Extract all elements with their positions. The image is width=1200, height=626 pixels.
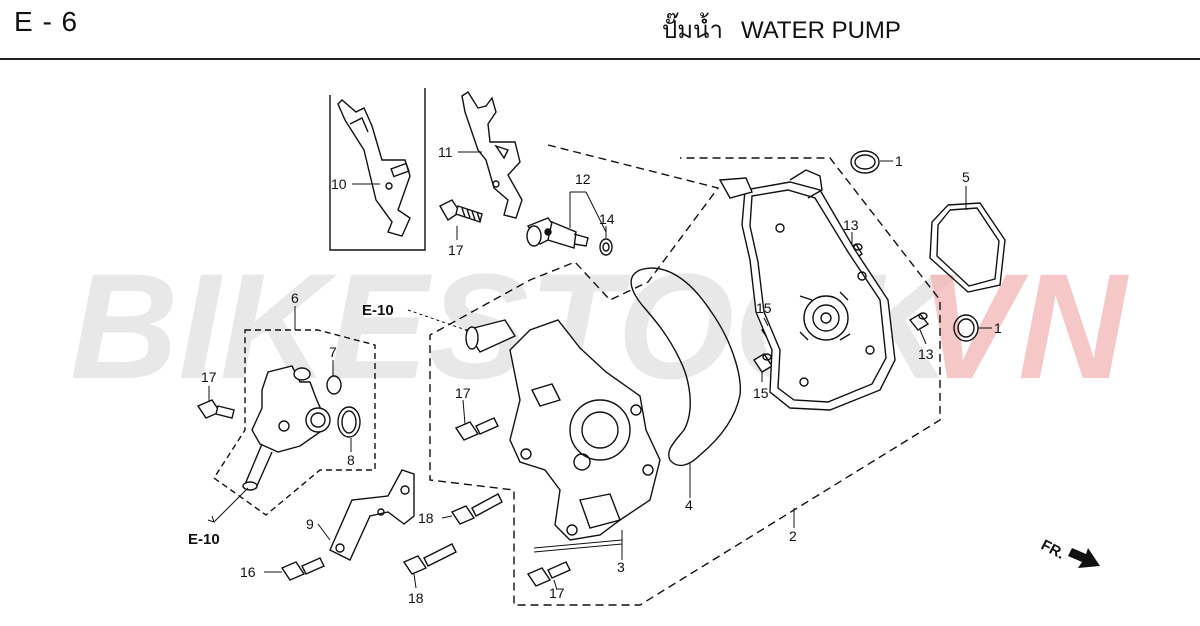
callout-1-right: 1 (994, 320, 1002, 336)
callout-2: 2 (789, 528, 797, 544)
callout-17-center: 17 (455, 385, 471, 401)
callout-15-lower: 15 (753, 385, 769, 401)
callout-5: 5 (962, 169, 970, 185)
callout-15-upper: 15 (756, 300, 772, 316)
part-6-thermostat-housing (242, 365, 331, 491)
callout-14: 14 (599, 211, 615, 227)
part-8-o-ring (337, 406, 361, 438)
part-1-o-ring-top (850, 150, 880, 174)
front-label: FR. (1038, 537, 1067, 563)
callout-13-lower: 13 (918, 346, 934, 362)
callout-6: 6 (291, 290, 299, 306)
part-17-bolt-left (196, 399, 235, 419)
callout-17-upper: 17 (448, 242, 464, 258)
part-5-gasket (929, 202, 1006, 293)
callout-18-lower: 18 (408, 590, 424, 606)
leader-lines (207, 151, 992, 591)
water-pump-assembly (718, 169, 896, 411)
part-4-gasket (630, 267, 742, 467)
callout-11: 11 (438, 144, 453, 160)
callout-9: 9 (306, 516, 314, 532)
callout-17-bottom: 17 (549, 585, 565, 601)
pump-cover-body (464, 319, 661, 541)
callouts: 10 11 12 14 17 1 1 5 13 13 15 15 6 7 8 1… (201, 144, 1002, 606)
part-11-bracket (461, 91, 523, 219)
group-frame-6 (213, 329, 376, 516)
part-18-bolt-upper (450, 493, 503, 525)
part-13-dowel-lower (908, 312, 930, 331)
callout-17-left: 17 (201, 369, 217, 385)
part-17-bolt-center (454, 417, 499, 441)
part-9-bracket (329, 469, 415, 561)
title-english: WATER PUMP (740, 17, 901, 44)
callout-8: 8 (347, 452, 355, 468)
part-10-bracket (337, 99, 411, 237)
ref-e10-bottom: E-10 (188, 531, 220, 548)
part-7-o-ring (326, 375, 342, 395)
callout-13-upper: 13 (843, 217, 859, 233)
callout-10: 10 (331, 176, 347, 192)
callout-1-top: 1 (895, 153, 903, 169)
page-title: ปั๊มน้ำ WATER PUMP (662, 10, 901, 49)
callout-3: 3 (617, 559, 625, 575)
part-17-bolt-upper (439, 199, 483, 223)
page-code: E - 6 (14, 6, 79, 37)
callout-7: 7 (329, 344, 337, 360)
header-rule (0, 58, 1200, 60)
group-frame-10 (329, 88, 426, 251)
front-direction-arrow: FR. (1038, 537, 1100, 568)
callout-4: 4 (685, 497, 693, 513)
watermark-text-2: VN (918, 242, 1129, 410)
group-frame-2 (429, 144, 941, 606)
callout-16: 16 (240, 564, 256, 580)
part-17-bolt-bottom (526, 561, 571, 587)
callout-12: 12 (575, 171, 591, 187)
part-18-bolt-lower (402, 543, 457, 575)
part-14-washer (599, 238, 613, 256)
ref-e10-top: E-10 (362, 302, 394, 319)
part-16-bolt (280, 557, 325, 581)
title-thai: ปั๊มน้ำ (662, 17, 723, 44)
callout-18-upper: 18 (418, 510, 434, 526)
part-12-valve (526, 217, 589, 249)
